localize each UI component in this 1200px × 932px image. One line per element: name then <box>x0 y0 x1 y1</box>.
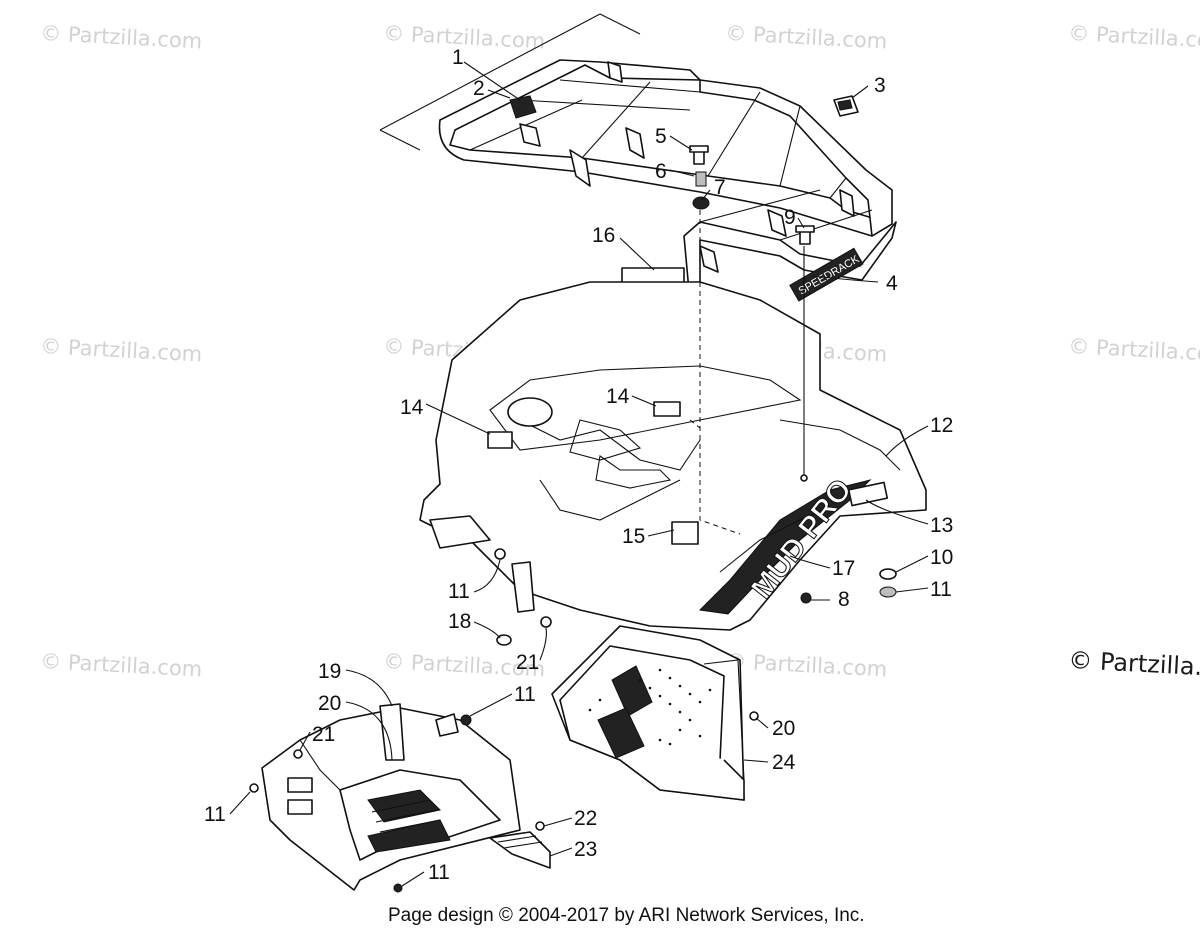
leader-lines <box>229 61 929 887</box>
callout-3: 3 <box>874 74 886 97</box>
washer-10 <box>879 568 897 580</box>
callout-24: 24 <box>772 751 796 774</box>
callout-1: 1 <box>452 46 464 69</box>
callout-14: 14 <box>400 396 424 419</box>
callout-9: 9 <box>784 206 796 229</box>
callout-17: 17 <box>832 557 855 580</box>
nut-11 <box>879 586 897 598</box>
watermark: © Partzilla.com <box>40 334 203 366</box>
callout-5: 5 <box>655 125 667 148</box>
callout-2: 2 <box>473 77 485 100</box>
dashed-line <box>699 210 741 535</box>
rack-leader-bracket <box>379 13 641 151</box>
callout-23: 23 <box>574 838 597 861</box>
watermark: © Partzilla.com <box>1068 21 1200 53</box>
callout-21: 21 <box>312 723 335 746</box>
callout-16: 16 <box>592 224 615 247</box>
callout-20: 20 <box>318 692 341 715</box>
watermark: © Partzilla.com <box>725 21 888 53</box>
callout-20: 20 <box>772 717 795 740</box>
rear-fender: MUD PRO <box>419 281 927 631</box>
watermark: © Partzilla.com <box>1068 334 1200 366</box>
callout-11: 11 <box>204 803 226 826</box>
callout-11: 11 <box>428 861 450 884</box>
callout-10: 10 <box>930 546 953 569</box>
watermark: © Partzilla.com <box>40 649 203 681</box>
callout-15: 15 <box>622 525 645 548</box>
right-footwell <box>551 625 759 801</box>
callout-6: 6 <box>655 160 667 183</box>
dashed-line <box>689 419 701 429</box>
callouts: 1 2 3 4 5 6 7 8 9 10 11 12 13 14 14 15 1… <box>204 46 953 884</box>
callout-18: 18 <box>448 610 471 633</box>
washer-18 <box>496 634 512 646</box>
left-footwell <box>249 703 521 893</box>
callout-11: 11 <box>448 580 470 603</box>
callout-4: 4 <box>886 272 898 295</box>
watermark: © Partzilla.com <box>40 21 203 53</box>
page-design-footer: Page design © 2004-2017 by ARI Network S… <box>388 905 865 926</box>
callout-22: 22 <box>574 807 597 830</box>
callout-13: 13 <box>930 514 953 537</box>
callout-19: 19 <box>318 660 341 683</box>
callout-12: 12 <box>930 414 953 437</box>
watermark: © Partzilla.com <box>725 649 888 681</box>
callout-14: 14 <box>606 385 630 408</box>
watermark-dark: © Partzilla.c <box>1068 646 1200 682</box>
callout-7: 7 <box>714 176 726 199</box>
watermark: © Partzilla.com <box>383 21 546 53</box>
rack-hardware <box>509 95 859 245</box>
callout-21: 21 <box>516 651 539 674</box>
callout-11: 11 <box>930 578 952 601</box>
callout-8: 8 <box>838 588 850 611</box>
step-bracket <box>489 821 551 869</box>
cargo-rack: SPEEDRACK <box>438 59 897 333</box>
callout-11: 11 <box>514 683 536 706</box>
